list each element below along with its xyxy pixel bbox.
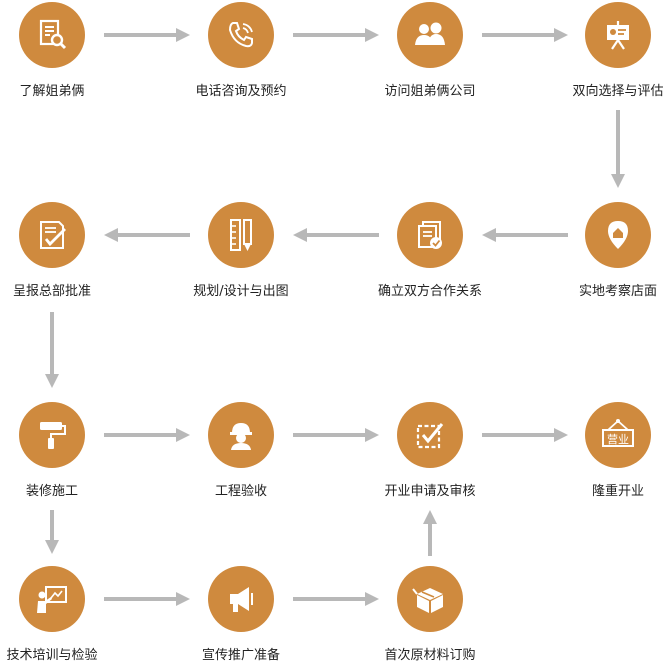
box-icon [397, 566, 463, 632]
arrow-down [611, 110, 625, 188]
arrow-right [482, 428, 568, 442]
arrow-right [293, 592, 379, 606]
open-sign-icon: 营业 [585, 402, 651, 468]
presentation-board-icon [585, 2, 651, 68]
step-label: 宣传推广准备 [201, 648, 280, 663]
arrow-right [104, 592, 190, 606]
step-6: 确立双方合作关系 [360, 202, 500, 299]
people-icon [397, 2, 463, 68]
step-2: 电话咨询及预约 [171, 2, 311, 99]
step-12: 营业 隆重开业 [548, 402, 668, 499]
ruler-pencil-icon [208, 202, 274, 268]
arrow-right [482, 28, 568, 42]
step-11: 开业申请及审核 [360, 402, 500, 499]
paint-roller-icon [19, 402, 85, 468]
step-9: 装修施工 [0, 402, 122, 499]
arrow-left [104, 228, 190, 242]
step-3: 访问姐弟俩公司 [360, 2, 500, 99]
step-label: 实地考察店面 [578, 284, 657, 299]
arrow-left [293, 228, 379, 242]
arrow-right [104, 28, 190, 42]
arrow-up [423, 510, 437, 556]
step-14: 宣传推广准备 [171, 566, 311, 663]
step-label: 确立双方合作关系 [377, 284, 482, 299]
step-4: 双向选择与评估 [548, 2, 668, 99]
step-label: 隆重开业 [591, 484, 644, 499]
step-label: 规划/设计与出图 [193, 284, 289, 299]
arrow-right [104, 428, 190, 442]
step-label: 技术培训与检验 [6, 648, 98, 663]
phone-icon [208, 2, 274, 68]
step-label: 工程验收 [214, 484, 267, 499]
step-7: 规划/设计与出图 [171, 202, 311, 299]
step-label: 双向选择与评估 [572, 84, 664, 99]
trainer-board-icon [19, 566, 85, 632]
megaphone-icon [208, 566, 274, 632]
checkbox-icon [397, 402, 463, 468]
arrow-right [293, 28, 379, 42]
step-10: 工程验收 [171, 402, 311, 499]
document-search-icon [19, 2, 85, 68]
arrow-down [45, 312, 59, 388]
worker-helmet-icon [208, 402, 274, 468]
step-1: 了解姐弟俩 [0, 2, 122, 99]
step-label: 首次原材料订购 [384, 648, 476, 663]
step-15: 首次原材料订购 [360, 566, 500, 663]
arrow-left [482, 228, 568, 242]
step-13: 技术培训与检验 [0, 566, 122, 663]
arrow-down [45, 510, 59, 554]
step-label: 访问姐弟俩公司 [384, 84, 476, 99]
step-8: 呈报总部批准 [0, 202, 122, 299]
step-label: 装修施工 [25, 484, 78, 499]
step-label: 开业申请及审核 [384, 484, 476, 499]
contract-check-icon [397, 202, 463, 268]
step-label: 电话咨询及预约 [195, 84, 287, 99]
document-approve-icon [19, 202, 85, 268]
step-label: 了解姐弟俩 [19, 84, 85, 99]
location-pin-icon [585, 202, 651, 268]
sign-text: 营业 [607, 432, 629, 446]
step-label: 呈报总部批准 [12, 284, 91, 299]
step-5: 实地考察店面 [548, 202, 668, 299]
arrow-right [293, 428, 379, 442]
